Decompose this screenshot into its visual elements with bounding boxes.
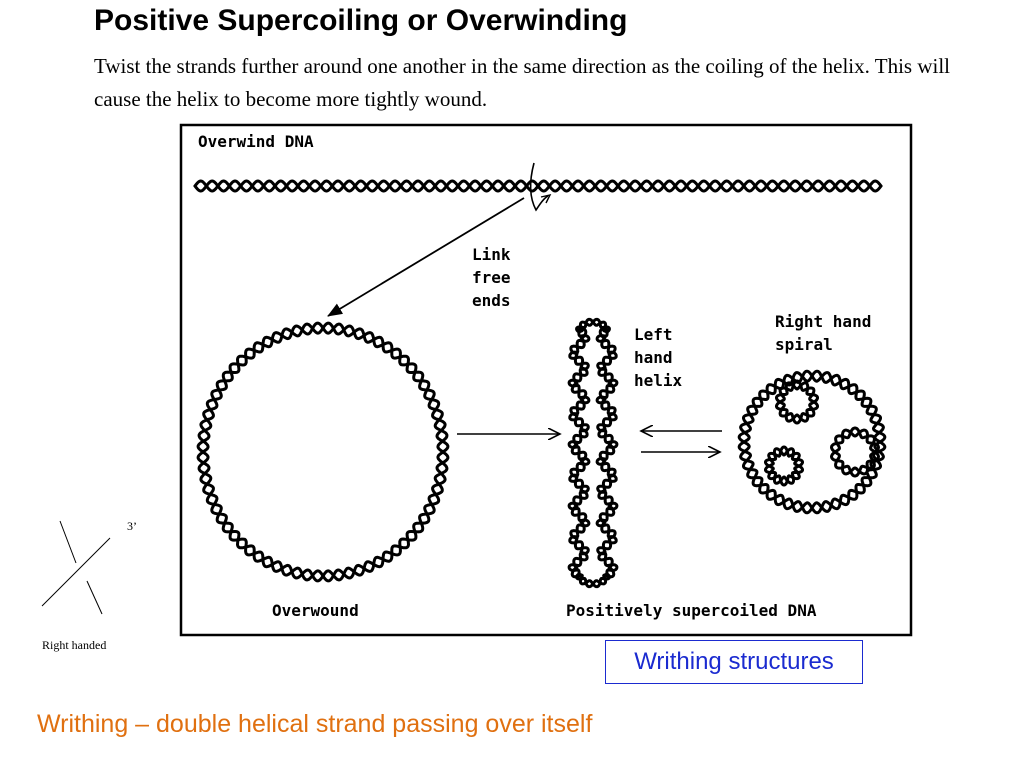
link-free-ends-arrow (327, 197, 525, 317)
slide-subtitle: Twist the strands further around one ano… (94, 54, 951, 111)
left-helix-label-2: hand (634, 348, 673, 367)
writhing-definition: Writhing – double helical strand passing… (37, 710, 593, 738)
link-label-1: Link (472, 245, 511, 264)
circle-dna-strand-b (196, 321, 450, 583)
toroid-lobe-2-strand-b (764, 445, 804, 485)
spiral-label-2: spiral (775, 335, 833, 354)
link-label-2: free (472, 268, 511, 287)
writhing-structures-box: Writhing structures (605, 640, 863, 684)
overwound-circular-dna (196, 321, 450, 583)
strand-end-label: 3’ (127, 519, 137, 533)
twist-arrow (529, 162, 549, 212)
plectoneme-bottom-cap-strand-b (577, 572, 611, 589)
left-helix-label-3: helix (634, 371, 683, 390)
toroid-outer-strand-b (737, 369, 887, 515)
toroid-lobe-1-strand-b (830, 426, 880, 476)
overwound-caption: Overwound (272, 601, 359, 620)
right-handed-crossing (41, 520, 111, 615)
figure-frame (179, 123, 913, 637)
slide-title: Positive Supercoiling or Overwinding (94, 4, 628, 37)
left-helix-label-1: Left (634, 325, 673, 344)
plectoneme-top-cap-strand-b (575, 317, 609, 334)
supercoiled-dna-caption: Positively supercoiled DNA (566, 601, 817, 620)
overwind-dna-label: Overwind DNA (198, 132, 314, 151)
plectoneme-right-strand-b (595, 328, 619, 578)
left-hand-helix-supercoil (567, 317, 619, 589)
linear-dna-strand-b (193, 179, 883, 193)
right-hand-spiral-supercoil (737, 369, 887, 515)
plectoneme-left-strand-b (567, 327, 591, 579)
link-label-3: ends (472, 291, 511, 310)
right-handed-caption: Right handed (42, 638, 106, 652)
toroid-lobe-0-strand-b (775, 379, 819, 423)
linear-dna-helix (193, 179, 883, 193)
spiral-label-1: Right hand (775, 312, 871, 331)
twist-arrow-head (540, 193, 552, 204)
